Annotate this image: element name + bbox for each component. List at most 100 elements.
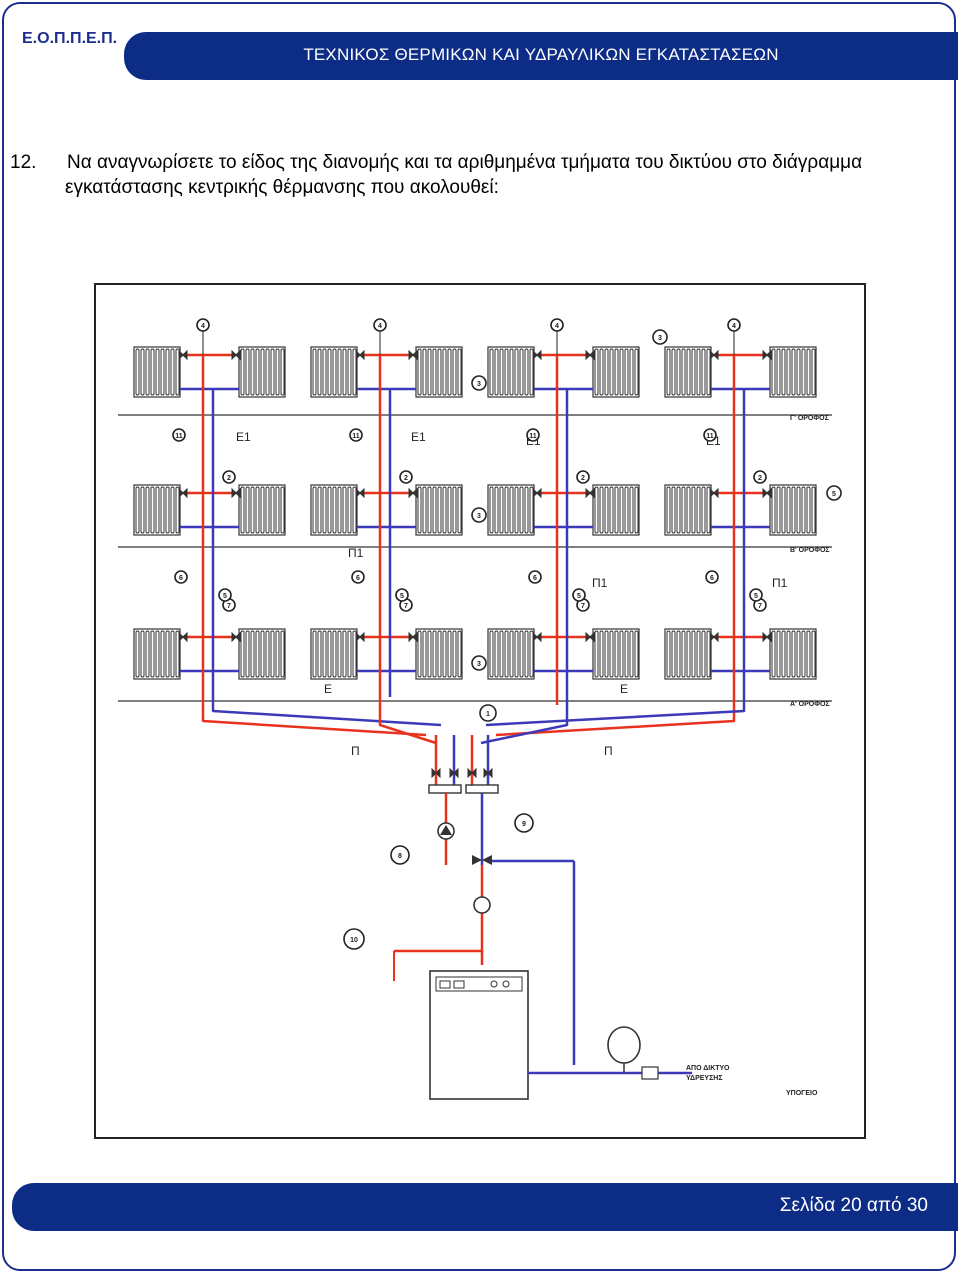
radiator-valve (178, 349, 188, 361)
radiator-body (133, 346, 181, 398)
radiator-fin (342, 486, 347, 534)
radiator (310, 628, 358, 680)
radiator-fin (619, 486, 624, 534)
marker-6: 6 (356, 575, 360, 582)
radiator-fin (609, 348, 614, 396)
pipe-label-p1: Π1 (348, 546, 364, 560)
radiator-valve (408, 487, 418, 499)
radiator (592, 484, 640, 536)
pipe-label-e1: Ε1 (236, 430, 251, 444)
radiator-fin (135, 630, 140, 678)
marker-8: 8 (398, 853, 402, 860)
marker-2: 2 (581, 475, 585, 482)
radiator-fin (447, 486, 452, 534)
radiator-body (487, 484, 535, 536)
radiator-fin (417, 630, 422, 678)
radiator-fin (342, 348, 347, 396)
radiator-valve (585, 631, 595, 643)
radiator-fin (604, 348, 609, 396)
marker-3: 3 (477, 513, 481, 520)
radiator-fin (666, 348, 671, 396)
radiator-fin (696, 630, 701, 678)
radiator-fin (327, 630, 332, 678)
radiator-fin (327, 486, 332, 534)
collector-right (465, 784, 499, 794)
radiator-fin (442, 348, 447, 396)
footer-bar: Σελίδα 20 από 30 (12, 1183, 958, 1231)
radiator-fin (514, 348, 519, 396)
radiator (769, 484, 817, 536)
marker-5: 5 (223, 593, 227, 600)
radiator (664, 628, 712, 680)
radiator-fin (614, 348, 619, 396)
radiator-fin (175, 348, 180, 396)
marker-11: 11 (706, 433, 714, 440)
radiator-fin (240, 486, 245, 534)
marker-6: 6 (179, 575, 183, 582)
radiator-fin (327, 348, 332, 396)
radiator (238, 484, 286, 536)
collector-valve (431, 767, 441, 779)
radiator-fin (417, 348, 422, 396)
marker-7: 7 (227, 603, 231, 610)
radiator-fin (686, 486, 691, 534)
marker-3: 3 (477, 381, 481, 388)
pump-arrow (440, 825, 452, 835)
radiator-fin (422, 486, 427, 534)
radiator-fin (676, 486, 681, 534)
radiator-fin (422, 348, 427, 396)
radiator-fin (666, 486, 671, 534)
radiator-fin (781, 630, 786, 678)
radiator-fin (260, 630, 265, 678)
radiator-fin (312, 630, 317, 678)
radiator-fin (160, 630, 165, 678)
radiator-fin (245, 348, 250, 396)
radiator-fin (442, 630, 447, 678)
radiator-fin (791, 348, 796, 396)
radiator-fin (265, 486, 270, 534)
radiator-fin (529, 486, 534, 534)
radiator-fin (489, 348, 494, 396)
radiator (592, 628, 640, 680)
radiator-fin (457, 630, 462, 678)
radiator-fin (504, 630, 509, 678)
marker-6: 6 (710, 575, 714, 582)
radiator-fin (671, 630, 676, 678)
boiler-display (453, 980, 465, 989)
radiator-body (592, 628, 640, 680)
collector-valve (483, 767, 493, 779)
pipe-label-e: Ε (620, 682, 628, 696)
radiator-fin (145, 486, 150, 534)
boiler-knob (490, 980, 498, 988)
radiator-fin (150, 486, 155, 534)
radiator-fin (135, 486, 140, 534)
radiator-body (592, 484, 640, 536)
radiator-valve (762, 349, 772, 361)
radiator-fin (427, 486, 432, 534)
radiator-fin (165, 348, 170, 396)
radiator (133, 484, 181, 536)
radiator-fin (352, 348, 357, 396)
radiator-fin (801, 486, 806, 534)
radiator (664, 484, 712, 536)
radiator-fin (352, 630, 357, 678)
radiator-fin (170, 486, 175, 534)
marker-4: 4 (378, 323, 382, 330)
radiator-body (133, 484, 181, 536)
radiator-fin (347, 630, 352, 678)
radiator-body (310, 484, 358, 536)
radiator (133, 628, 181, 680)
radiator-fin (422, 630, 427, 678)
marker-2-circle (222, 470, 236, 484)
radiator-body (310, 346, 358, 398)
radiator-fin (265, 630, 270, 678)
radiator (487, 628, 535, 680)
radiator-fin (250, 630, 255, 678)
radiator-body (664, 484, 712, 536)
radiator-body (769, 484, 817, 536)
radiator-fin (427, 630, 432, 678)
radiator-fin (417, 486, 422, 534)
marker-2: 2 (404, 475, 408, 482)
radiator-fin (170, 348, 175, 396)
radiator-fin (347, 348, 352, 396)
